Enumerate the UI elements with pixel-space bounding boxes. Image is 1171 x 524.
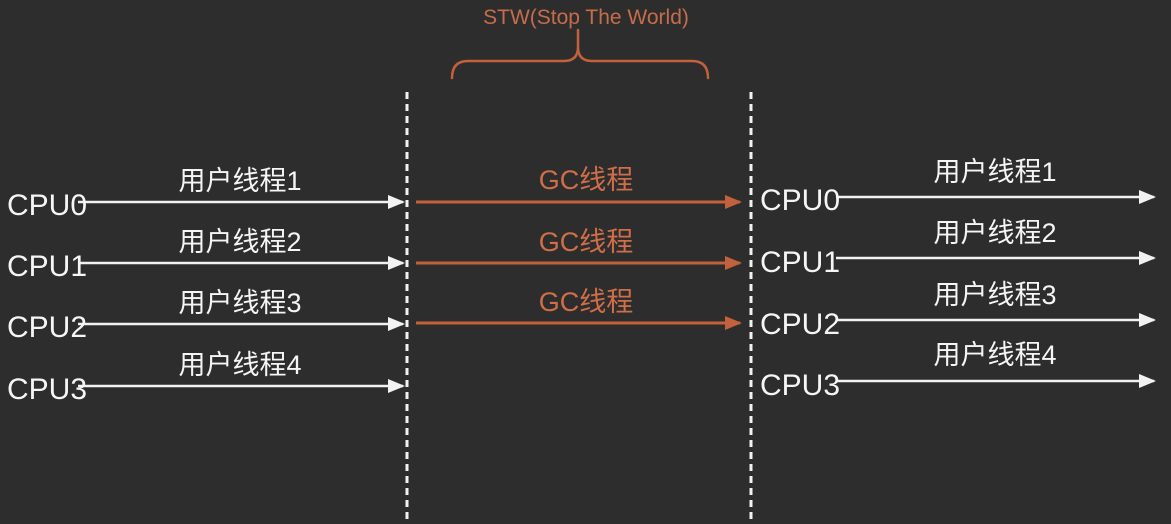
right-cpu2-label: CPU2 — [760, 308, 841, 341]
left-cpu3-label: CPU3 — [7, 373, 88, 406]
left-cpu1-label: CPU1 — [7, 250, 88, 283]
stw-brace — [450, 28, 710, 80]
left-user-thread-2-label: 用户线程2 — [178, 227, 302, 257]
left-user-thread-4-label: 用户线程4 — [178, 350, 302, 380]
gc-thread-3-label: GC线程 — [538, 287, 634, 317]
right-user-thread-4-label: 用户线程4 — [933, 340, 1057, 370]
right-cpu0-label: CPU0 — [760, 184, 841, 217]
left-user-thread-3-label: 用户线程3 — [178, 288, 302, 318]
gc-thread-1-label: GC线程 — [538, 165, 634, 195]
right-cpu1-label: CPU1 — [760, 246, 841, 279]
right-user-thread-2-label: 用户线程2 — [933, 218, 1057, 248]
left-cpu0-label: CPU0 — [7, 189, 88, 222]
right-cpu3-label: CPU3 — [760, 369, 841, 402]
right-user-thread-1-label: 用户线程1 — [933, 157, 1057, 187]
right-user-thread-3-label: 用户线程3 — [933, 280, 1057, 310]
left-cpu2-label: CPU2 — [7, 311, 88, 344]
stw-title: STW(Stop The World) — [483, 6, 689, 29]
left-user-thread-1-label: 用户线程1 — [178, 166, 302, 196]
gc-thread-2-label: GC线程 — [538, 227, 634, 257]
